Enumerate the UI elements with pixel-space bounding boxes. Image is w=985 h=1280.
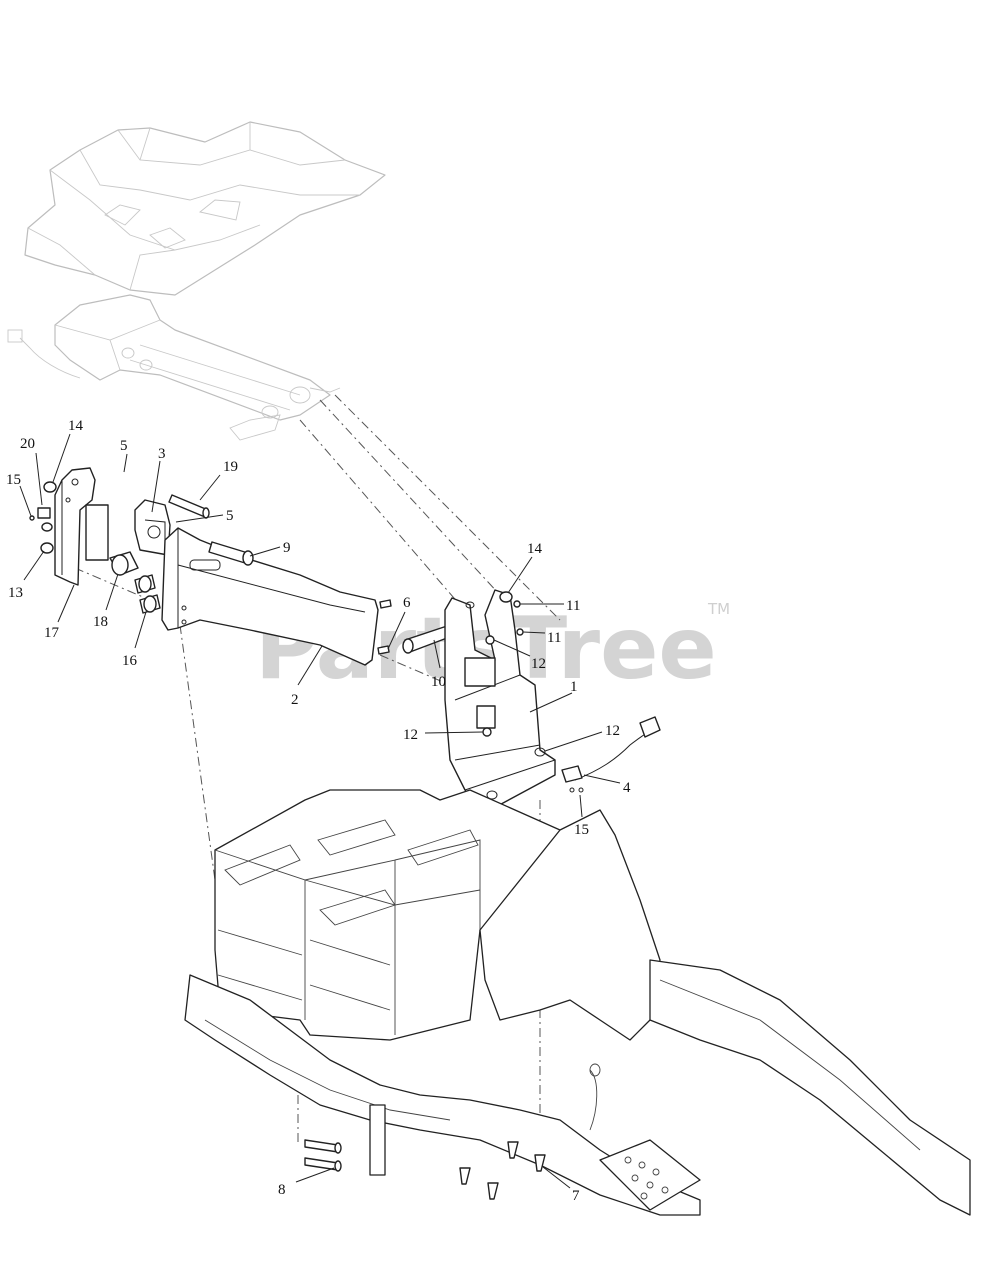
part-19-pin [168, 494, 210, 519]
callout-6: 6 [403, 595, 411, 611]
callout-9: 9 [283, 540, 291, 556]
callout-7: 7 [572, 1188, 580, 1204]
callout-8: 8 [278, 1182, 286, 1198]
part-7-bolts [459, 1141, 546, 1200]
callout-12: 12 [531, 656, 546, 672]
callout-5: 5 [226, 508, 234, 524]
callout-4: 4 [623, 780, 631, 796]
callout-11: 11 [566, 598, 580, 614]
chassis-frame [184, 809, 971, 1216]
callout-15: 15 [574, 822, 589, 838]
callout-19: 19 [223, 459, 238, 475]
callout-20: 20 [20, 436, 35, 452]
callout-2: 2 [291, 692, 299, 708]
callout-1: 1 [570, 679, 578, 695]
callout-17: 17 [44, 625, 60, 641]
ghost-seat-slide [7, 294, 341, 441]
part-18-bushing [109, 551, 139, 576]
callout-13: 13 [8, 585, 23, 601]
callout-12: 12 [403, 727, 418, 743]
part-1-main-bracket [444, 589, 556, 811]
ghost-seat-assembly [24, 121, 386, 296]
callout-12: 12 [605, 723, 620, 739]
callout-14: 14 [68, 418, 84, 434]
part-17-plate [54, 467, 109, 586]
callout-labels: 20 14 15 13 17 5 3 19 5 9 18 16 6 2 14 1… [6, 418, 631, 1204]
part-16-spacers [134, 574, 161, 614]
callout-18: 18 [93, 614, 108, 630]
part-8-bolts [304, 1139, 342, 1172]
callout-3: 3 [158, 446, 166, 462]
callout-11: 11 [547, 630, 561, 646]
left-hardware [29, 481, 57, 554]
part-4-harness [561, 716, 661, 793]
callout-15: 15 [6, 472, 21, 488]
watermark-trademark: TM [707, 600, 730, 618]
callout-14: 14 [527, 541, 543, 557]
part-6-bolts [377, 599, 392, 655]
leader-lines [19, 433, 621, 1189]
part-9-pin [208, 541, 254, 566]
right-hardware [482, 591, 524, 737]
callout-10: 10 [431, 674, 446, 690]
callout-5: 5 [120, 438, 128, 454]
callout-16: 16 [122, 653, 138, 669]
